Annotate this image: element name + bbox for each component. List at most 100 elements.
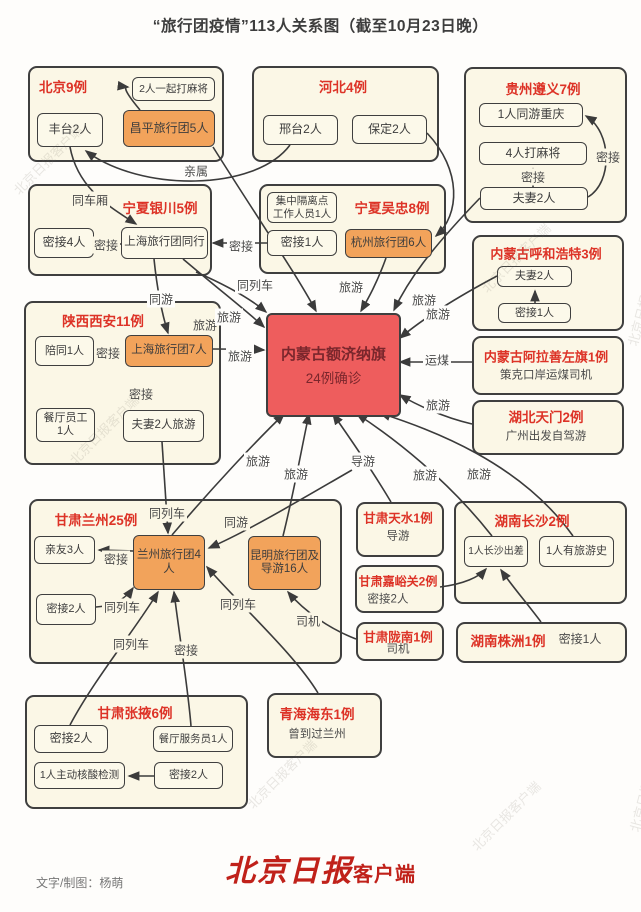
group-title-yinchuan: 宁夏银川5例 — [122, 201, 198, 216]
group-title-zhuzhou: 湖南株洲1例 — [470, 634, 546, 649]
edge-label-司机-30: 司机 — [293, 612, 323, 630]
node-sh7: 上海旅行团7人 — [125, 335, 213, 367]
node-lz4: 兰州旅行团4 人 — [133, 535, 205, 590]
node-my2a: 密接2人 — [34, 725, 108, 753]
node-cfw: 餐厅服务员1人 — [153, 726, 233, 752]
node-hs: 1人主动核酸检测 — [34, 762, 125, 789]
group-box-longnan — [356, 622, 444, 661]
edge-label-旅游-10: 旅游 — [336, 278, 366, 296]
node-mj4: 4人打麻将 — [479, 142, 587, 165]
edge-label-同列车-29: 同列车 — [217, 595, 259, 613]
group-title-tianshui: 甘肃天水1例 — [363, 511, 433, 526]
edge-label-旅游-8: 旅游 — [190, 316, 220, 334]
edge-label-旅游-12: 旅游 — [423, 305, 453, 323]
node-lntxt: 司机 — [386, 643, 410, 656]
edge-label-同游-24: 同游 — [221, 513, 251, 531]
group-box-jiayuguan — [355, 565, 444, 613]
node-xingtai: 邢台2人 — [263, 115, 338, 145]
node-tmtxt: 广州出发自驾游 — [505, 430, 587, 443]
edge-label-旅游-21: 旅游 — [410, 466, 440, 484]
group-title-beijing: 北京9例 — [38, 80, 88, 95]
edge-label-密接-4: 密接 — [518, 168, 548, 186]
group-box-alashan — [472, 336, 624, 395]
edge-label-旅游-15: 旅游 — [423, 396, 453, 414]
edge-label-旅游-18: 旅游 — [243, 452, 273, 470]
node-geli: 集中隔离点 工作人员1人 — [267, 192, 337, 223]
node-mj1b: 密接1人 — [498, 303, 571, 323]
node-fq2: 夫妻2人 — [497, 266, 572, 287]
edge-label-密接-16: 密接 — [93, 344, 123, 362]
group-title-tianmen: 湖北天门2例 — [508, 410, 584, 425]
edge-label-旅游-19: 旅游 — [281, 465, 311, 483]
node-jygtxt: 密接2人 — [367, 593, 409, 606]
group-box-tianmen — [472, 400, 624, 455]
edge-label-运煤-14: 运煤 — [422, 351, 452, 369]
node-ct: 餐厅员工 1人 — [36, 408, 95, 442]
node-qhtxt: 曾到过兰州 — [288, 728, 346, 741]
edge-label-同列车-27: 同列车 — [110, 635, 152, 653]
logo-suffix: 客户端 — [353, 864, 416, 886]
group-title-longnan: 甘肃陇南1例 — [363, 630, 433, 645]
edge-label-密接-28: 密接 — [171, 641, 201, 659]
group-box-zhuzhou — [456, 622, 627, 663]
node-fqly: 夫妻2人旅游 — [123, 410, 204, 442]
edge-label-同列车-26: 同列车 — [101, 598, 143, 616]
node-shtx: 上海旅行团同行 — [121, 227, 208, 259]
group-title-jiayuguan: 甘肃嘉峪关2例 — [358, 574, 438, 589]
center-node-title: 内蒙古额济纳旗 — [280, 346, 386, 363]
edge-label-同列车-7: 同列车 — [234, 276, 276, 294]
node-cq: 1人同游重庆 — [479, 103, 583, 127]
edge-label-密接-25: 密接 — [101, 550, 131, 568]
group-title-hebei: 河北4例 — [318, 80, 368, 95]
edge-label-密接-3: 密接 — [226, 237, 256, 255]
node-pt: 陪同1人 — [35, 336, 94, 366]
group-title-huhehaote: 内蒙古呼和浩特3例 — [490, 246, 602, 262]
group-title-zhangye: 甘肃张掖6例 — [97, 706, 173, 721]
center-node-ejina: 内蒙古额济纳旗 24例确诊 — [266, 313, 401, 417]
node-qy: 亲友3人 — [34, 536, 95, 564]
node-mj4r: 密接4人 — [34, 228, 94, 258]
credit-line: 文字/制图：杨萌 — [36, 876, 124, 890]
node-baoding: 保定2人 — [352, 115, 427, 144]
node-my2b: 密接2人 — [154, 762, 223, 789]
edge-label-密接-2: 密接 — [91, 236, 121, 254]
node-changping: 昌平旅行团5人 — [123, 110, 215, 147]
edge-label-导游-20: 导游 — [348, 452, 378, 470]
node-alstxt: 策克口岸运煤司机 — [500, 369, 592, 382]
node-ls: 1人有旅游史 — [539, 536, 614, 567]
edge-label-亲属-0: 亲属 — [181, 162, 211, 180]
group-title-zunyi: 贵州遵义7例 — [505, 82, 581, 97]
edge-label-同车厢-1: 同车厢 — [69, 191, 111, 209]
group-title-changsha: 湖南长沙2例 — [494, 514, 570, 529]
edge-label-密接-17: 密接 — [126, 385, 156, 403]
edge-label-密接-5: 密接 — [593, 148, 623, 166]
edge-label-旅游-13: 旅游 — [225, 347, 255, 365]
node-mj1: 密接1人 — [267, 230, 337, 256]
group-title-lanzhou: 甘肃兰州25例 — [54, 513, 138, 528]
publisher-logo: 北京日报客户端 — [0, 846, 641, 890]
node-km: 昆明旅行团及 导游16人 — [248, 536, 321, 590]
node-zztxt: 密接1人 — [558, 632, 602, 647]
node-fq: 夫妻2人 — [480, 187, 588, 210]
group-title-xian: 陕西西安11例 — [62, 314, 144, 329]
group-box-qinghai — [267, 693, 382, 758]
node-tstxt: 导游 — [386, 530, 410, 543]
node-cc: 1人长沙出差 — [464, 536, 528, 567]
logo-calligraphy: 北京日报 — [225, 854, 353, 889]
center-node-count: 24例确诊 — [305, 371, 362, 386]
node-majiang2: 2人一起打麻将 — [132, 77, 215, 101]
group-title-alashan: 内蒙古阿拉善左旗1例 — [483, 349, 609, 365]
group-box-tianshui — [356, 502, 444, 557]
edge-label-同列车-23: 同列车 — [146, 504, 188, 522]
node-fengtai: 丰台2人 — [37, 113, 103, 147]
group-box-hebei — [252, 66, 439, 162]
group-title-qinghai: 青海海东1例 — [279, 707, 355, 722]
node-mj2: 密接2人 — [36, 594, 96, 625]
node-hz: 杭州旅行团6人 — [345, 229, 432, 258]
edge-label-同游-6: 同游 — [146, 290, 176, 308]
group-title-wuzhong: 宁夏吴忠8例 — [354, 201, 430, 216]
edge-label-旅游-9: 旅游 — [214, 308, 244, 326]
edge-label-旅游-22: 旅游 — [464, 465, 494, 483]
page-title: “旅行团疫情”113人关系图（截至10月23日晚） — [152, 18, 489, 35]
